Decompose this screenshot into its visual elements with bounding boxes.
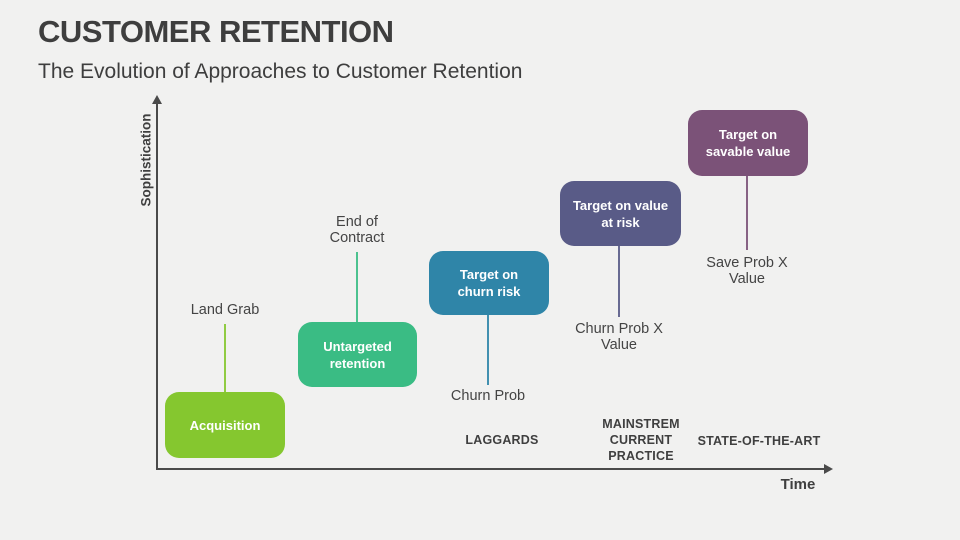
- annotation-end-of-contract: End of Contract: [329, 214, 385, 246]
- step-box-target-value-at-risk: Target on value at risk: [560, 181, 681, 246]
- x-axis-line: [156, 468, 826, 470]
- connector-line-untargeted-retention: [356, 252, 358, 322]
- y-axis-label: Sophistication: [138, 113, 154, 207]
- annotation-churn-prob: Churn Prob: [450, 388, 526, 404]
- maturity-stage-laggards: LAGGARDS: [465, 433, 539, 447]
- step-box-acquisition: Acquisition: [165, 392, 285, 458]
- annotation-save-prob-x-value: Save Prob X Value: [706, 255, 788, 287]
- connector-line-target-value-at-risk: [618, 246, 620, 317]
- connector-line-target-savable-value: [746, 176, 748, 250]
- maturity-stage-state-of-the-art: STATE-OF-THE-ART: [697, 434, 821, 448]
- y-axis-arrowhead-icon: [152, 95, 162, 104]
- annotation-churn-prob-x-value: Churn Prob X Value: [575, 321, 663, 353]
- x-axis-arrowhead-icon: [824, 464, 833, 474]
- x-axis-label: Time: [780, 476, 816, 493]
- step-label-target-churn-risk: Target on churn risk: [457, 267, 521, 299]
- connector-line-target-churn-risk: [487, 315, 489, 385]
- connector-line-acquisition: [224, 324, 226, 392]
- y-axis-line: [156, 103, 158, 469]
- step-box-target-churn-risk: Target on churn risk: [429, 251, 549, 315]
- step-box-untargeted-retention: Untargeted retention: [298, 322, 417, 387]
- page-title: CUSTOMER RETENTION: [38, 14, 394, 49]
- step-label-target-savable-value: Target on savable value: [705, 127, 791, 159]
- page-subtitle: The Evolution of Approaches to Customer …: [38, 60, 523, 83]
- step-label-acquisition: Acquisition: [189, 417, 261, 433]
- annotation-land-grab: Land Grab: [190, 302, 260, 318]
- step-label-untargeted-retention: Untargeted retention: [323, 338, 392, 371]
- maturity-stage-mainstream-current-practice: MAINSTREM CURRENT PRACTICE: [602, 417, 680, 463]
- step-box-target-savable-value: Target on savable value: [688, 110, 808, 176]
- step-label-target-value-at-risk: Target on value at risk: [572, 197, 669, 230]
